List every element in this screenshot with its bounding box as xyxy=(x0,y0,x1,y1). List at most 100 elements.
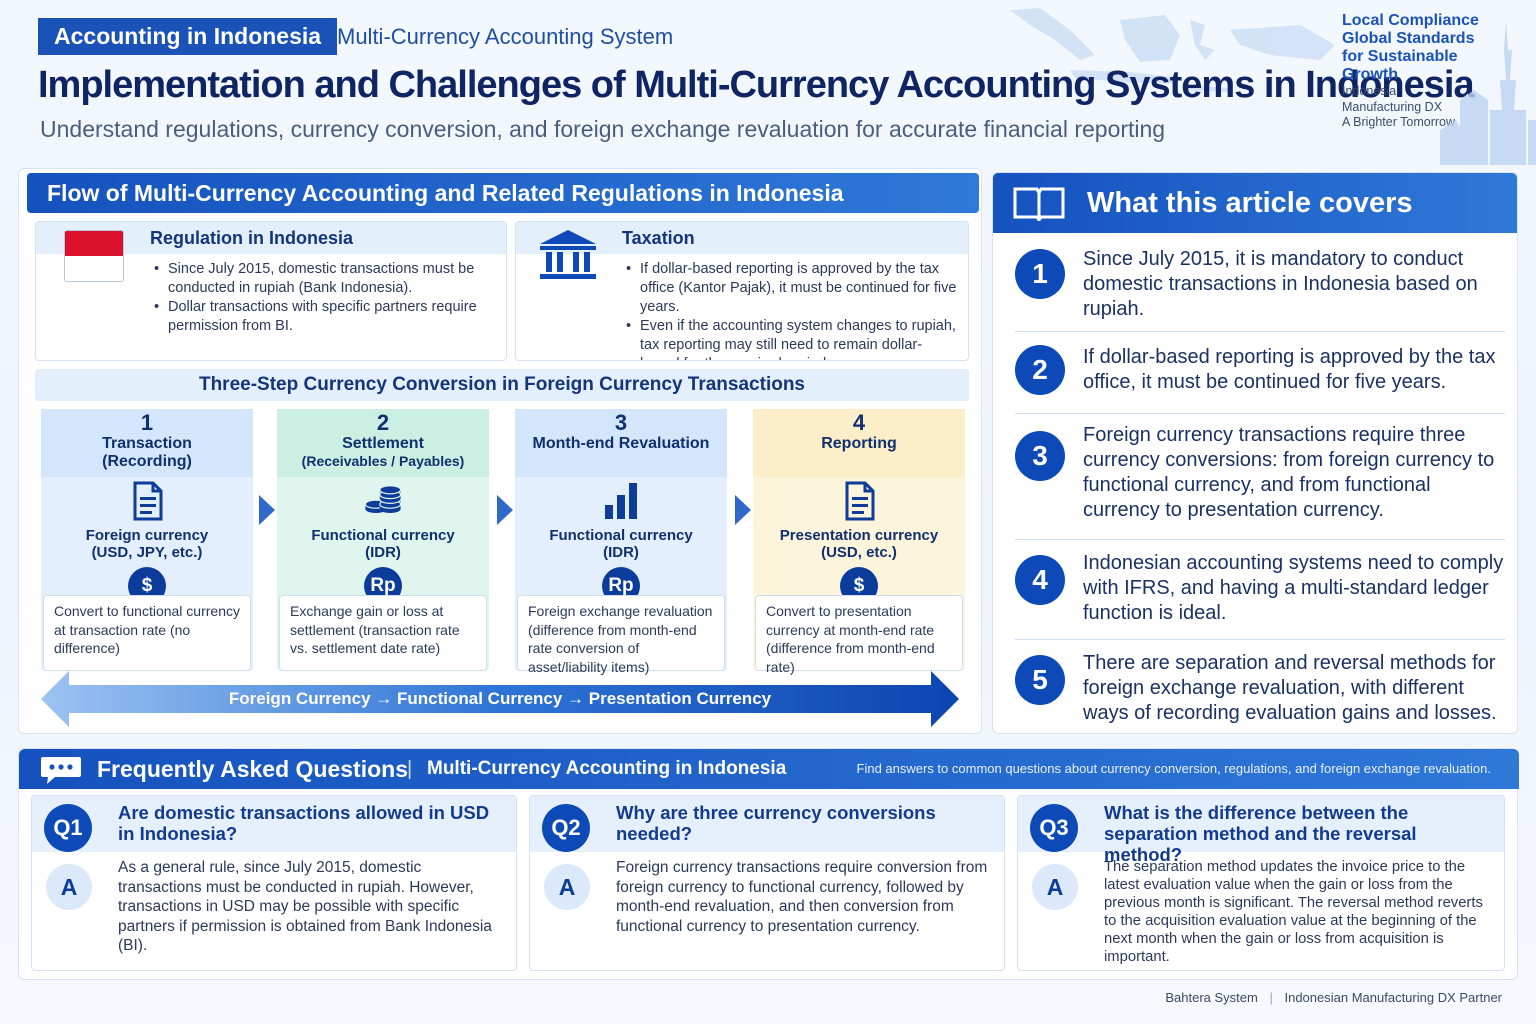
footer-tagline: Indonesian Manufacturing DX Partner xyxy=(1284,990,1502,1005)
faq-card-q3: Q3 What is the difference between the se… xyxy=(1017,795,1505,971)
step-description: Exchange gain or loss at settlement (tra… xyxy=(279,595,487,671)
step-title-sub: (Recording) xyxy=(102,453,192,470)
page-subtitle: Understand regulations, currency convers… xyxy=(40,116,1166,142)
brand-line: Growth xyxy=(1342,66,1398,83)
faq-panel: Frequently Asked Questions | Multi-Curre… xyxy=(18,748,1519,980)
faq-card-q1: Q1 Are domestic transactions allowed in … xyxy=(31,795,517,971)
step-number: 3 xyxy=(614,410,628,435)
flow-section-title: Flow of Multi-Currency Accounting and Re… xyxy=(27,173,979,213)
brand-small-line: A Brighter Tomorrow xyxy=(1342,115,1456,129)
step-description: Convert to functional currency at transa… xyxy=(43,595,251,671)
question-badge: Q1 xyxy=(44,804,92,852)
step-number: 2 xyxy=(376,410,390,435)
item-text: There are separation and reversal method… xyxy=(1083,652,1497,724)
answer-badge: A xyxy=(544,864,590,910)
item-text: Indonesian accounting systems need to co… xyxy=(1083,552,1504,624)
brand-line: Global Standards xyxy=(1342,30,1475,47)
step-number: 1 xyxy=(140,410,154,435)
answer-text: Foreign currency transactions require co… xyxy=(616,859,988,935)
currency-label: Functional currency xyxy=(311,527,455,544)
faq-header: Frequently Asked Questions | Multi-Curre… xyxy=(19,749,1519,789)
question-badge: Q2 xyxy=(542,804,590,852)
answer-text: As a general rule, since July 2015, dome… xyxy=(118,859,492,954)
faq-note: Find answers to common questions about c… xyxy=(856,761,1491,776)
coins-icon xyxy=(364,485,402,513)
brand-line: Local Compliance xyxy=(1342,12,1479,29)
divider xyxy=(1015,639,1505,640)
currency-label: Functional currency xyxy=(549,527,693,544)
taxation-list: If dollar-based reporting is approved by… xyxy=(516,254,968,360)
footer: Bahtera System | Indonesian Manufacturin… xyxy=(1165,990,1502,1005)
faq-separator: | xyxy=(407,758,413,780)
category-tag: Accounting in Indonesia xyxy=(38,18,338,55)
brand-line: for Sustainable xyxy=(1342,48,1458,65)
question-badge: Q3 xyxy=(1030,804,1078,852)
question-head: Q2 Why are three currency conversions ne… xyxy=(530,796,1004,852)
step-title: Reporting xyxy=(821,435,897,452)
footer-company: Bahtera System xyxy=(1165,990,1258,1005)
faq-card-q2: Q2 Why are three currency conversions ne… xyxy=(529,795,1005,971)
article-covers-panel: What this article covers 1 Since July 20… xyxy=(992,172,1518,734)
answer-badge: A xyxy=(1032,864,1078,910)
divider xyxy=(1015,331,1505,332)
step-card-reporting: 4 Reporting Presentation currency (USD, … xyxy=(753,409,965,675)
open-book-icon xyxy=(1013,187,1065,221)
indonesia-flag-icon xyxy=(64,230,124,282)
brand-block: Local Compliance Global Standards for Su… xyxy=(1342,12,1492,131)
list-item: Since July 2015, domestic transactions m… xyxy=(154,260,496,298)
step-title: Transaction xyxy=(102,435,192,452)
item-text: If dollar-based reporting is approved by… xyxy=(1083,346,1496,393)
covers-header: What this article covers xyxy=(993,173,1517,233)
item-text: Foreign currency transactions require th… xyxy=(1083,424,1495,521)
item-number-badge: 4 xyxy=(1015,555,1065,605)
divider xyxy=(1015,539,1505,540)
list-item: If dollar-based reporting is approved by… xyxy=(626,260,958,317)
page-title: Implementation and Challenges of Multi-C… xyxy=(38,64,1475,106)
currency-label: Presentation currency xyxy=(779,527,939,544)
currency-code: (USD, JPY, etc.) xyxy=(91,544,203,561)
step-card-transaction: 1 Transaction (Recording) Foreign curren… xyxy=(41,409,253,671)
step-currency: Presentation currency (USD, etc.) xyxy=(753,527,965,561)
currency-label: Foreign currency xyxy=(85,527,209,544)
divider xyxy=(1015,413,1505,414)
step-head: 3 Month-end Revaluation xyxy=(515,409,727,477)
step-arrow-icon xyxy=(259,495,275,525)
footer-separator: | xyxy=(1269,990,1273,1005)
header: Accounting in Indonesia Multi-Currency A… xyxy=(0,0,1536,165)
question-head: Q1 Are domestic transactions allowed in … xyxy=(32,796,516,852)
faq-subtitle: Multi-Currency Accounting in Indonesia xyxy=(427,758,787,779)
bank-building-icon xyxy=(540,230,596,279)
list-item: Even if the accounting system changes to… xyxy=(626,317,958,360)
regulation-box: Regulation in Indonesia Since July 2015,… xyxy=(35,221,507,361)
monument-skyline-icon xyxy=(1440,20,1536,165)
brand-small-line: Indonesia xyxy=(1342,84,1397,98)
step-title-sub: (Receivables / Payables) xyxy=(301,453,465,469)
category-subtitle: Multi-Currency Accounting System xyxy=(337,24,674,49)
question-text: What is the difference between the separ… xyxy=(1104,802,1417,865)
question-head: Q3 What is the difference between the se… xyxy=(1018,796,1504,865)
step-card-revaluation: 3 Month-end Revaluation Functional curre… xyxy=(515,409,727,675)
step-currency: Functional currency (IDR) xyxy=(277,527,489,561)
list-item: Dollar transactions with specific partne… xyxy=(154,298,496,336)
three-step-title: Three-Step Currency Conversion in Foreig… xyxy=(35,369,969,401)
item-number-badge: 3 xyxy=(1015,431,1065,481)
answer-badge: A xyxy=(46,864,92,910)
step-currency: Functional currency (IDR) xyxy=(515,527,727,561)
item-text: Since July 2015, it is mandatory to cond… xyxy=(1083,248,1478,320)
step-number: 4 xyxy=(852,410,866,435)
step-card-settlement: 2 Settlement (Receivables / Payables) Fu… xyxy=(277,409,489,671)
conversion-arrow-icon xyxy=(41,671,959,727)
step-arrow-icon xyxy=(497,495,513,525)
document-icon xyxy=(133,481,163,521)
step-arrow-icon xyxy=(735,495,751,525)
currency-code: (IDR) xyxy=(365,544,401,561)
question-text: Are domestic transactions allowed in USD… xyxy=(118,802,490,844)
item-number-badge: 5 xyxy=(1015,655,1065,705)
question-text: Why are three currency conversions neede… xyxy=(616,802,936,844)
item-number-badge: 1 xyxy=(1015,249,1065,299)
flow-panel: Flow of Multi-Currency Accounting and Re… xyxy=(18,168,982,734)
currency-code: (USD, etc.) xyxy=(821,544,897,561)
step-head: 2 Settlement (Receivables / Payables) xyxy=(277,409,489,477)
step-head: 4 Reporting xyxy=(753,409,965,477)
indonesia-map-decoration xyxy=(1010,8,1335,92)
